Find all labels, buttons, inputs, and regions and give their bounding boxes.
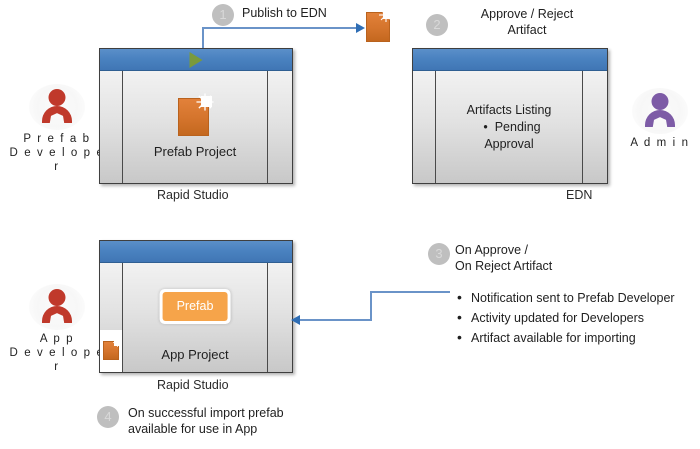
step-1-label: Publish to EDN [242,6,327,20]
admin-icon [632,88,688,134]
app-developer-icon [29,284,85,330]
app-developer-label-line1: A p p [39,333,75,345]
window-content-app: Prefab App Project [123,263,267,372]
artifact-icon-imported [103,338,122,360]
artifacts-listing-bullet-line2: Approval [484,136,534,151]
step-4-label-line2: available for use in App [128,422,258,436]
actor-admin: A d m i n [610,88,700,150]
step-1-bubble: 1 [212,4,234,26]
prefab-badge[interactable]: Prefab [159,289,231,324]
step-4-label: On successful import prefab available fo… [128,405,358,437]
caption-rapid-studio-top: Rapid Studio [157,188,229,202]
window-right-rail-prefab [267,71,292,183]
admin-label: A d m i n [630,137,690,149]
artifacts-listing-bullet-line1: Pending [467,119,552,136]
window-titlebar-prefab [100,49,292,71]
window-body-edn: Artifacts Listing Pending Approval [413,71,607,183]
step-4-bubble: 4 [97,406,119,428]
prefab-project-label: Prefab Project [153,143,237,159]
window-content-prefab: Prefab Project [123,71,267,183]
imported-artifact-panel [100,330,122,372]
caption-edn: EDN [566,188,593,202]
app-developer-label-line2: D e v e l o p e r [9,347,105,373]
window-body-prefab: Prefab Project [100,71,292,183]
window-left-rail-app [100,263,123,372]
step-2-label-line1: Approve / Reject [480,7,574,21]
connector-step1-arrowhead [356,23,365,33]
artifact-icon-published [366,8,393,42]
artifacts-listing-title: Artifacts Listing [466,102,552,117]
window-body-app: Prefab App Project [100,263,292,372]
list-item: Activity updated for Developers [455,309,690,327]
window-rapid-studio-app[interactable]: Prefab App Project [99,240,293,373]
step-3-bubble: 3 [428,243,450,265]
connector-step1-vertical [202,27,204,57]
connector-step3-vertical [370,291,372,321]
actor-prefab-developer: P r e f a b D e v e l o p e r [7,84,107,174]
prefab-badge-label: Prefab [162,292,228,321]
window-left-rail-prefab [100,71,123,183]
step-2-label-line2: Artifact [507,23,547,37]
step-2-bubble: 2 [426,14,448,36]
window-edn[interactable]: Artifacts Listing Pending Approval [412,48,608,184]
window-right-rail-app [267,263,292,372]
window-titlebar-app [100,241,292,263]
connector-step3-arrowhead [291,315,300,325]
prefab-developer-label-line2: D e v e l o p e r [9,147,105,173]
connector-step3-bottom [300,319,372,321]
step-2-label: Approve / Reject Artifact [452,6,602,38]
step-4-label-line1: On successful import prefab [128,406,284,420]
artifact-icon-prefab-project [178,92,214,136]
app-project-label: App Project [161,347,229,362]
step-3-label-line2: On Reject Artifact [455,259,553,273]
caption-rapid-studio-bottom: Rapid Studio [157,378,229,392]
connector-step1-horizontal [202,27,357,29]
play-icon[interactable] [189,51,203,68]
actor-app-developer: A p p D e v e l o p e r [7,284,107,374]
step-3-label: On Approve / On Reject Artifact [455,242,635,274]
list-item: Artifact available for importing [455,329,690,347]
step-3-label-line1: On Approve / [455,243,528,257]
window-right-rail-edn [582,71,607,183]
window-content-edn: Artifacts Listing Pending Approval [436,71,582,183]
list-item: Notification sent to Prefab Developer [455,289,690,307]
outcome-bullet-list: Notification sent to Prefab Developer Ac… [455,289,690,350]
artifacts-listing: Artifacts Listing Pending Approval [467,102,552,153]
prefab-developer-label-line1: P r e f a b [23,133,91,145]
connector-step3-top [370,291,450,293]
window-rapid-studio-prefab[interactable]: Prefab Project [99,48,293,184]
prefab-developer-icon [29,84,85,130]
window-left-rail-edn [413,71,436,183]
window-titlebar-edn [413,49,607,71]
